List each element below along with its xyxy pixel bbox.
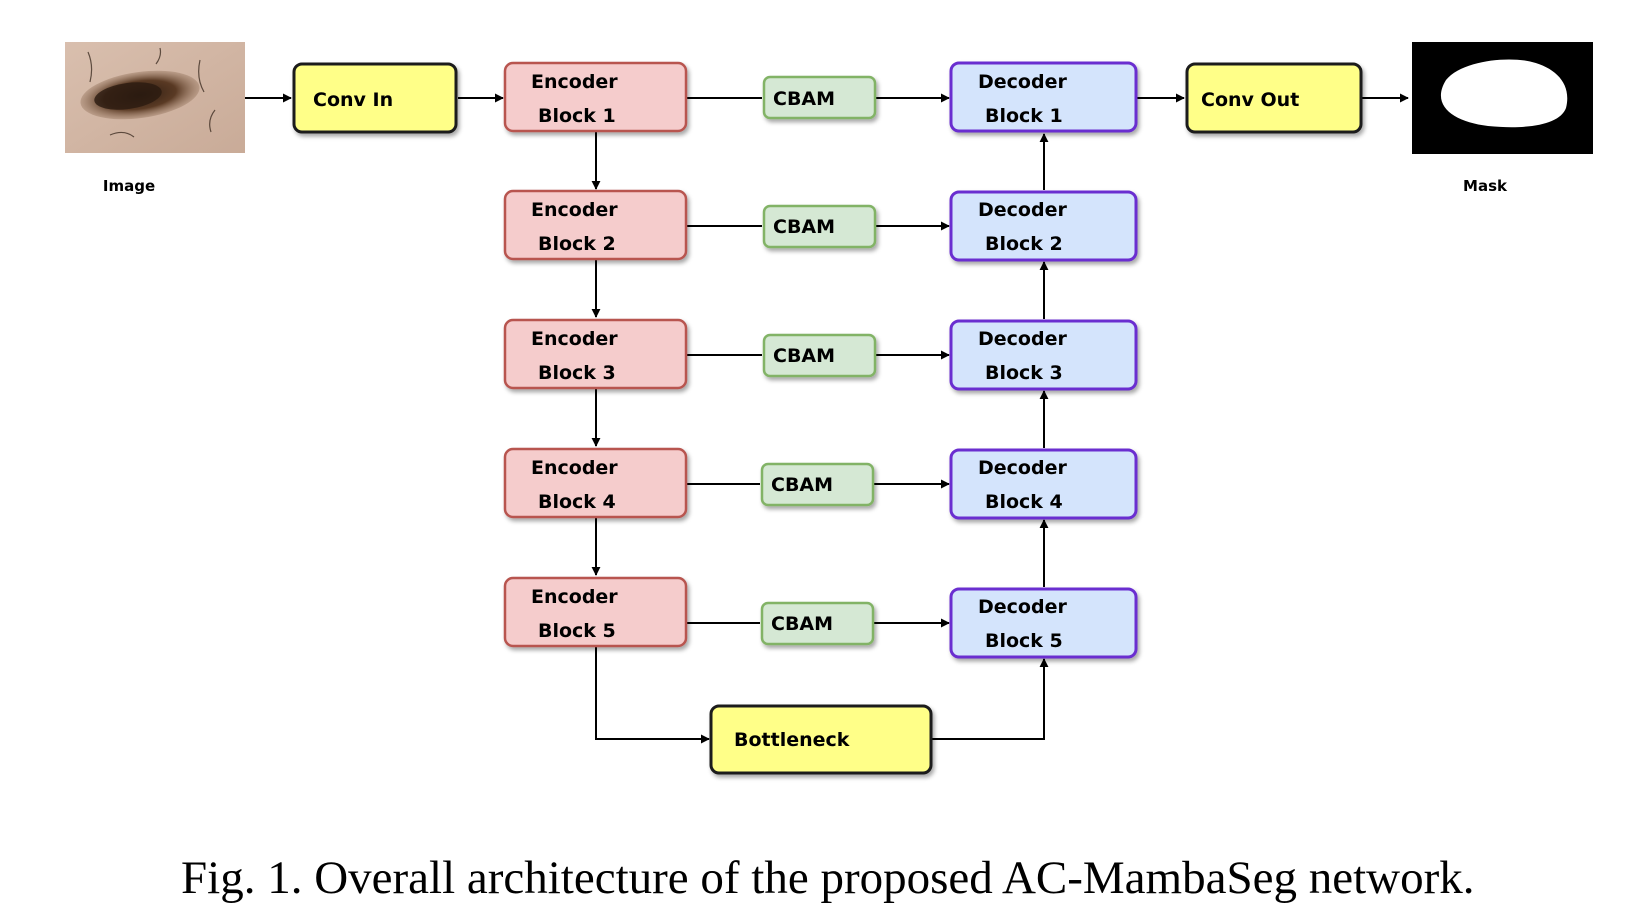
encoder-1-title: Encoder xyxy=(531,71,618,93)
cbam-block-2: CBAM xyxy=(762,204,877,249)
encoder-2-title: Encoder xyxy=(531,199,618,221)
cbam-block-4: CBAM xyxy=(760,462,875,507)
output-mask xyxy=(1412,42,1593,154)
cbam-2-label: CBAM xyxy=(773,216,835,238)
cbam-1-label: CBAM xyxy=(773,88,835,110)
encoder-block-4: Encoder Block 4 xyxy=(503,447,688,519)
decoder-2-title: Decoder xyxy=(978,199,1067,221)
encoder-3-title: Encoder xyxy=(531,328,618,350)
encoder-block-1: Encoder Block 1 xyxy=(503,61,688,133)
decoder-block-4: Decoder Block 4 xyxy=(949,448,1138,520)
cbam-block-1: CBAM xyxy=(762,75,877,120)
cbam-3-label: CBAM xyxy=(773,345,835,367)
decoder-1-block: Block 1 xyxy=(985,105,1063,127)
encoder-2-block: Block 2 xyxy=(538,233,616,255)
encoder-5-block: Block 5 xyxy=(538,620,616,642)
edges xyxy=(245,93,1409,744)
input-image xyxy=(65,42,245,153)
encoder-block-3: Encoder Block 3 xyxy=(503,318,688,390)
cbam-block-3: CBAM xyxy=(762,333,877,378)
decoder-4-title: Decoder xyxy=(978,457,1067,479)
encoder-5-title: Encoder xyxy=(531,586,618,608)
decoder-2-block: Block 2 xyxy=(985,233,1063,255)
cbam-4-label: CBAM xyxy=(771,474,833,496)
conv-in-block: Conv In xyxy=(292,62,458,134)
figure-caption: Fig. 1. Overall architecture of the prop… xyxy=(181,852,1474,904)
decoder-block-1: Decoder Block 1 xyxy=(949,61,1138,133)
decoder-5-block: Block 5 xyxy=(985,630,1063,652)
bottleneck-block: Bottleneck xyxy=(709,704,933,775)
encoder-3-block: Block 3 xyxy=(538,362,616,384)
bottleneck-label: Bottleneck xyxy=(734,729,850,751)
image-label: Image xyxy=(103,177,155,195)
encoder-block-5: Encoder Block 5 xyxy=(503,576,688,648)
mask-label: Mask xyxy=(1463,177,1508,195)
decoder-3-block: Block 3 xyxy=(985,362,1063,384)
encoder-4-title: Encoder xyxy=(531,457,618,479)
conv-out-block: Conv Out xyxy=(1185,62,1363,134)
decoder-3-title: Decoder xyxy=(978,328,1067,350)
encoder-block-2: Encoder Block 2 xyxy=(503,189,688,261)
encoder-4-block: Block 4 xyxy=(538,491,616,513)
cbam-block-5: CBAM xyxy=(760,601,875,646)
decoder-5-title: Decoder xyxy=(978,596,1067,618)
decoder-block-2: Decoder Block 2 xyxy=(949,190,1138,262)
decoder-block-3: Decoder Block 3 xyxy=(949,319,1138,391)
decoder-1-title: Decoder xyxy=(978,71,1067,93)
conv-out-label: Conv Out xyxy=(1201,89,1299,111)
encoder-1-block: Block 1 xyxy=(538,105,616,127)
edge-bottleneck-to-decoder5 xyxy=(931,658,1049,740)
edge-encoder5-to-bottleneck xyxy=(595,647,710,744)
conv-in-label: Conv In xyxy=(313,89,393,111)
decoder-4-block: Block 4 xyxy=(985,491,1063,513)
decoder-block-5: Decoder Block 5 xyxy=(949,587,1138,659)
cbam-5-label: CBAM xyxy=(771,613,833,635)
